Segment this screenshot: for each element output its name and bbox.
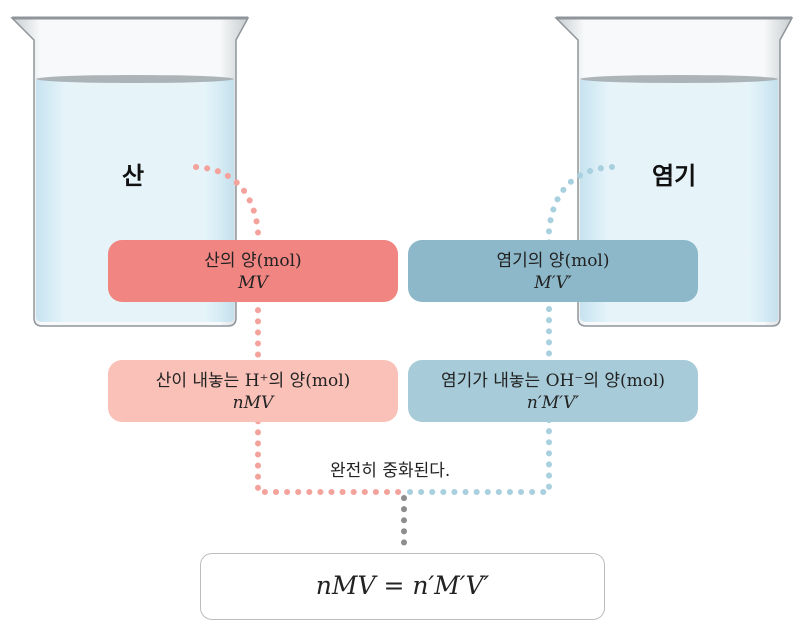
base-oh-ion-title: 염기가 내놓는 OH⁻의 양(mol): [440, 371, 666, 391]
acid-amount-box: 산의 양(mol) MV: [108, 240, 398, 302]
base-amount-title: 염기의 양(mol): [496, 251, 610, 271]
acid-dotted-path: [193, 164, 407, 495]
acid-label: 산: [122, 162, 145, 190]
neutralization-note: 완전히 중화된다.: [330, 461, 451, 481]
acid-amount-title: 산의 양(mol): [204, 251, 302, 271]
base-amount-box: 염기의 양(mol) M′V′: [408, 240, 698, 302]
result-equation-box: nMV = n′M′V′: [200, 553, 605, 620]
base-oh-ion-box: 염기가 내놓는 OH⁻의 양(mol) n′M′V′: [408, 360, 698, 422]
base-amount-formula: M′V′: [534, 273, 572, 293]
base-oh-ion-formula: n′M′V′: [526, 393, 580, 413]
base-dotted-path: [401, 164, 615, 495]
acid-h-ion-formula: nMV: [232, 393, 274, 413]
base-label: 염기: [652, 162, 697, 190]
acid-amount-formula: MV: [238, 273, 268, 293]
acid-h-ion-title: 산이 내놓는 H⁺의 양(mol): [155, 371, 351, 391]
acid-h-ion-box: 산이 내놓는 H⁺의 양(mol) nMV: [108, 360, 398, 422]
